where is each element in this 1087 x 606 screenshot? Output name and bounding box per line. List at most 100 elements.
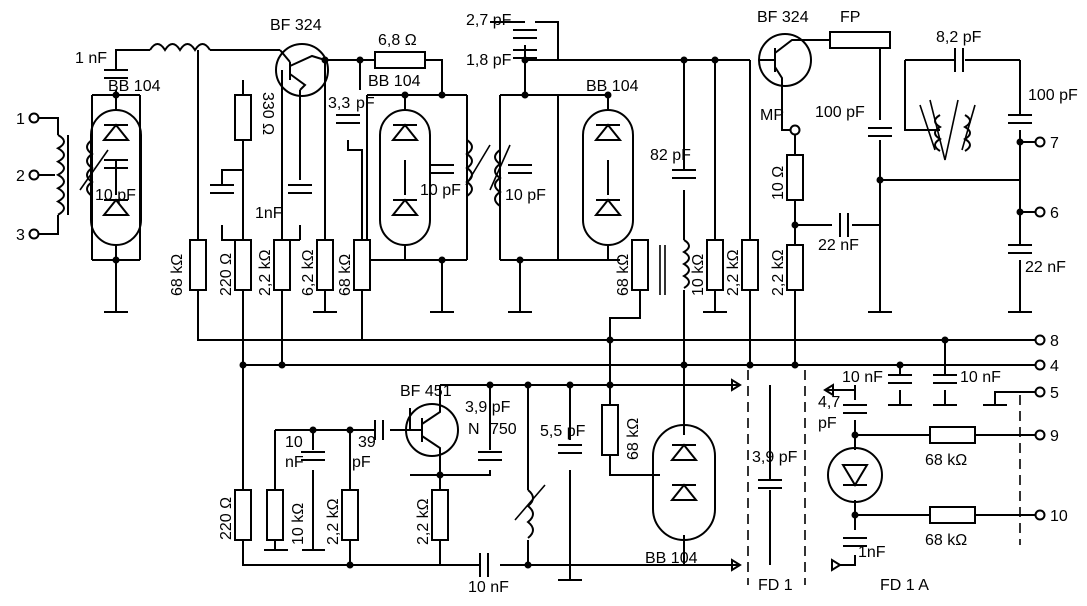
terminal-9 bbox=[1034, 429, 1046, 441]
transistor-bf324-b bbox=[758, 33, 812, 87]
cap-22n-b bbox=[1008, 244, 1032, 254]
grounds bbox=[104, 311, 1032, 581]
label-bf324-a: BF 324 bbox=[270, 17, 322, 34]
capacitor-labels: 1 nF 10 pF 1nF 3,3 pF 10 pF 2,7 pF 1,8 p… bbox=[75, 12, 1078, 596]
label-r68k-d: 68 kΩ bbox=[625, 418, 642, 460]
label-r68k-a: 68 kΩ bbox=[169, 254, 186, 296]
res-10r bbox=[786, 154, 804, 201]
fuse-fp bbox=[829, 31, 891, 49]
cap-22n-a bbox=[839, 213, 849, 237]
terminal-7 bbox=[1034, 136, 1046, 148]
label-r220b: 220 Ω bbox=[218, 497, 235, 540]
trim-cap-b bbox=[430, 164, 454, 174]
label-r220a: 220 Ω bbox=[218, 253, 235, 296]
terminal-5 bbox=[1034, 386, 1046, 398]
diodes bbox=[90, 109, 883, 541]
terminal-label-8: 8 bbox=[1050, 333, 1059, 350]
label-c10n-l2: nF bbox=[285, 454, 304, 471]
label-fd1a: FD 1 A bbox=[880, 577, 929, 594]
label-c18: 1,8 pF bbox=[466, 52, 512, 69]
diode-labels: BB 104 BB 104 BB 104 BB 104 bbox=[108, 73, 698, 567]
varicap-fd1a bbox=[827, 447, 883, 503]
res-68k-d bbox=[601, 404, 619, 456]
label-r330: 330 Ω bbox=[259, 92, 276, 135]
res-2k2-b bbox=[741, 239, 759, 291]
transformer-core bbox=[659, 245, 666, 295]
osc-coil bbox=[526, 489, 534, 539]
cap-10n-bottom bbox=[479, 553, 489, 577]
varicap-pair-d bbox=[652, 424, 716, 541]
label-c10n-l1: 10 bbox=[285, 434, 303, 451]
terminal-label-3: 3 bbox=[16, 227, 25, 244]
res-220-b bbox=[234, 489, 252, 541]
label-c10pf-b: 10 pF bbox=[420, 182, 461, 199]
res-2k2-e bbox=[431, 489, 449, 541]
label-r10k-b: 10 kΩ bbox=[290, 503, 307, 545]
tank-coil-b bbox=[465, 139, 473, 197]
res-10k-a bbox=[706, 239, 724, 291]
tank-coil-c bbox=[494, 149, 502, 207]
measure-point bbox=[789, 124, 801, 136]
terminal-10 bbox=[1034, 509, 1046, 521]
label-r22k-a: 2,2 kΩ bbox=[257, 249, 274, 296]
label-bb104-d: BB 104 bbox=[645, 550, 698, 567]
signal-arrows bbox=[731, 378, 842, 572]
terminal-label-4: 4 bbox=[1050, 358, 1059, 375]
terminal-6 bbox=[1034, 206, 1046, 218]
terminal-1 bbox=[28, 112, 40, 124]
cap-100p-b bbox=[1008, 114, 1032, 124]
transistor-labels: BF 324 BF 324 BF 451 bbox=[270, 9, 809, 400]
terminal-4 bbox=[1034, 359, 1046, 371]
cap-3p9-fd1 bbox=[758, 479, 782, 489]
trimmer-arrows bbox=[79, 104, 976, 521]
cap-2p7 bbox=[513, 29, 537, 39]
bandfilter-core bbox=[929, 99, 959, 161]
resistors bbox=[189, 31, 976, 541]
res-330 bbox=[234, 94, 252, 141]
cap-4p7 bbox=[843, 404, 867, 414]
res-2k2-c bbox=[786, 244, 804, 291]
label-c39fd: 3,9 pF bbox=[752, 449, 798, 466]
cap-1nf-input bbox=[104, 69, 128, 79]
label-r10ohm: 10 Ω bbox=[770, 166, 787, 200]
varicap-pair-b bbox=[379, 109, 431, 246]
terminal-label-10: 10 bbox=[1050, 508, 1068, 525]
label-c100a: 100 pF bbox=[815, 104, 865, 121]
label-c22b: 22 nF bbox=[1025, 259, 1066, 276]
label-bf451: BF 451 bbox=[400, 383, 452, 400]
label-bb104-b: BB 104 bbox=[368, 73, 421, 90]
res-6k2 bbox=[316, 239, 334, 291]
capacitors bbox=[104, 29, 1032, 577]
label-bb104-a: BB 104 bbox=[108, 78, 161, 95]
terminal-label-5: 5 bbox=[1050, 385, 1059, 402]
label-c39n2: N bbox=[468, 421, 480, 438]
input-coil bbox=[55, 134, 65, 216]
coupling-coil bbox=[682, 239, 690, 289]
cap-39p bbox=[374, 420, 384, 440]
label-c10pf-a: 10 pF bbox=[95, 187, 136, 204]
label-c39a: 39 bbox=[358, 434, 376, 451]
cap-1p8 bbox=[513, 49, 537, 59]
label-c82pf: 8,2 pF bbox=[936, 29, 982, 46]
terminals: 1 2 3 8 4 5 7 6 9 10 bbox=[16, 111, 1068, 525]
misc-labels: FP MP FD 1 FD 1 A bbox=[758, 9, 929, 594]
cap-3p9-n750 bbox=[478, 451, 502, 461]
label-c10nf-b: 10 nF bbox=[960, 369, 1001, 386]
cap-1nf-fd bbox=[843, 537, 867, 547]
label-c22a: 22 nF bbox=[818, 237, 859, 254]
label-c10nf-bot: 10 nF bbox=[468, 579, 509, 596]
label-c55: 5,5 pF bbox=[540, 423, 586, 440]
res-68k-f bbox=[929, 506, 976, 524]
terminal-label-2: 2 bbox=[16, 168, 25, 185]
separators bbox=[731, 370, 1021, 585]
label-r62k: 6,2 kΩ bbox=[300, 249, 317, 296]
res-220-a bbox=[234, 239, 252, 291]
label-c33: 3,3 bbox=[328, 95, 350, 112]
label-c82: 82 pF bbox=[650, 147, 691, 164]
label-fp: FP bbox=[840, 9, 860, 26]
cap-10n-osc bbox=[301, 451, 325, 461]
res-6r8 bbox=[374, 51, 426, 69]
label-c1nf: 1 nF bbox=[75, 50, 107, 67]
label-c27: 2,7 pF bbox=[466, 12, 512, 29]
